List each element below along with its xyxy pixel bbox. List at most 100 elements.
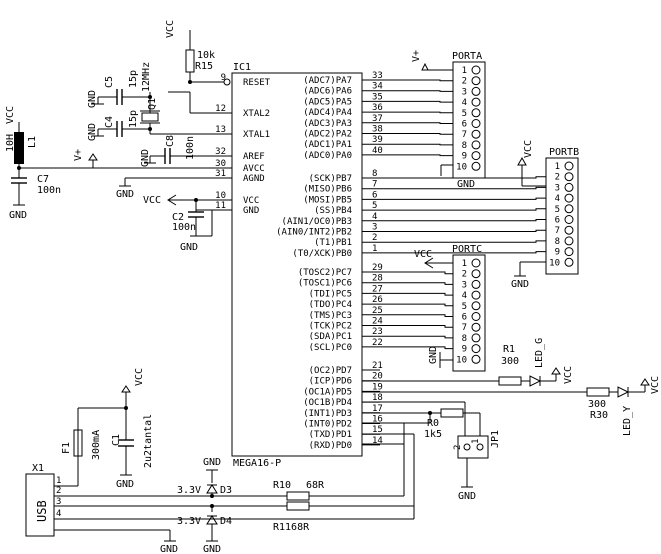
r15-value: 10k	[197, 50, 215, 61]
header-pin-pad	[471, 129, 481, 139]
ic-pin-number: 6	[372, 190, 377, 200]
ic1-right-pins: 33(ADC7)PA734(ADC6)PA635(ADC5)PA536(ADC4…	[276, 71, 383, 451]
usb-pin4: 4	[56, 509, 61, 519]
c2-ref: C2	[172, 212, 184, 223]
header-pin-pad	[564, 257, 574, 267]
ic-pin-name: (T0/XCK)PB0	[292, 249, 352, 259]
ic-pin-number: 14	[372, 436, 383, 446]
ic-pin-number: 2	[372, 233, 377, 243]
ic-pin-number: 12	[215, 104, 226, 114]
header-pin-pad	[564, 182, 574, 192]
ic-pin-number: 40	[372, 146, 383, 156]
header-pin-pad	[564, 193, 574, 203]
header-pin-pad	[471, 322, 481, 332]
r10-value: 68R	[306, 480, 325, 491]
ic-pin-number: 29	[372, 263, 383, 273]
header-pin-pad	[471, 354, 481, 364]
ic-pin-number: 33	[372, 71, 383, 81]
header-pin-number: 2	[462, 270, 467, 280]
ic-pin-name: (AIN0/INT2)PB2	[276, 228, 352, 238]
usb-gnd: GND	[160, 544, 178, 554]
header-pin-number: 2	[462, 77, 467, 87]
ic-pin-number: 31	[215, 169, 226, 179]
ic-pin-number: 7	[372, 180, 377, 190]
c8-ref: C8	[165, 135, 176, 147]
ic-pin-name: (ADC4)PA4	[303, 108, 352, 118]
ic-pin-number: 18	[372, 393, 383, 403]
q1-value: 12MHz	[141, 62, 152, 92]
ic-pin-name: (TDO)PC4	[309, 300, 352, 310]
ic-pin-name: (TMS)PC3	[309, 311, 352, 321]
ic-pin-name: (INT1)PD3	[303, 409, 352, 419]
header-pin-pad	[471, 119, 481, 128]
c5-ref: C5	[104, 76, 115, 88]
header-pin-pad	[471, 97, 481, 107]
header-pin-number: 6	[462, 313, 467, 323]
ic-pin-number: 3	[372, 223, 377, 233]
r15-ref: R15	[195, 61, 213, 72]
header-pin-number: 3	[462, 87, 467, 97]
d3-ref: D3	[220, 485, 232, 496]
c8-value: 100n	[185, 136, 196, 160]
header-pin-pad	[564, 215, 574, 224]
ic-pin-name: (SDA)PC1	[309, 332, 352, 342]
ic-pin-name: XTAL1	[243, 130, 270, 140]
ic-pin-name: (SCL)PC0	[309, 343, 352, 353]
header-pin-pad	[471, 108, 481, 118]
portb-vcc: VCC	[523, 140, 534, 158]
ic-pin-name: (SS)PB4	[314, 206, 352, 216]
ic-pin-number: 10	[215, 191, 226, 201]
ic-pin-number: 23	[372, 327, 383, 337]
ic-pin-name: (MOSI)PB5	[303, 195, 352, 205]
ic-pin-number: 4	[372, 212, 377, 222]
header-pin-number: 5	[462, 109, 467, 119]
c8-gnd: GND	[140, 149, 151, 167]
ic-pin-name: (TOSC1)PC6	[298, 279, 352, 289]
ic-pin-name: (ICP)PD6	[309, 377, 352, 387]
c4-gnd: GND	[87, 123, 98, 141]
r0-value: 1k5	[424, 429, 442, 440]
header-pin-pad	[471, 258, 481, 268]
header-pin-number: 7	[462, 323, 467, 333]
ic-pin-number: 22	[372, 338, 383, 348]
vcc-pin10-label: VCC	[143, 195, 161, 206]
ic-pin-name: XTAL2	[243, 109, 270, 119]
ic-pin-name: AGND	[243, 174, 265, 184]
header-pin-number: 3	[462, 280, 467, 290]
ic-pin-name: (ADC6)PA6	[303, 87, 352, 97]
porta-title: PORTA	[452, 51, 482, 62]
usb-pin2: 2	[56, 486, 61, 496]
c5-value: 15p	[128, 70, 139, 88]
f1-value: 300mA	[91, 430, 102, 460]
ic-pin-name: (RXD)PD0	[309, 441, 352, 451]
ic-pin-name: (ADC3)PA3	[303, 119, 352, 129]
portb-title: PORTB	[549, 147, 579, 158]
ic-pin-number: 11	[215, 201, 226, 211]
d3-gnd: GND	[203, 457, 221, 468]
ic-pin-number: 17	[372, 404, 383, 414]
header-pin-number: 4	[462, 98, 467, 108]
jp1-pin2: 2	[453, 445, 463, 450]
c1-ref: C1	[111, 434, 122, 446]
c1-value: 2u2tantal	[143, 414, 154, 468]
usb-label: USB	[35, 500, 49, 522]
portc-vcc: VCC	[414, 249, 432, 260]
header-pin-number: 5	[555, 205, 560, 215]
led-g-vcc: VCC	[563, 366, 574, 384]
header-pin-pad	[564, 172, 574, 182]
ic-pin-name: (OC1B)PD4	[303, 398, 352, 408]
ic-pin-number: 19	[372, 382, 383, 392]
ic-pin-name: (INT0)PD2	[303, 420, 352, 430]
ic-pin-name: (ADC5)PA5	[303, 97, 352, 107]
header-pin-number: 4	[555, 194, 560, 204]
header-pin-number: 10	[549, 258, 560, 268]
header-pin-number: 5	[462, 302, 467, 312]
ic1-part-label: MEGA16-P	[233, 458, 281, 469]
ic-pin-name: RESET	[243, 78, 271, 88]
c4-ref: C4	[104, 116, 115, 128]
header-pin-pad	[471, 301, 481, 311]
l1-vcc: VCC	[5, 106, 16, 124]
ic-pin-number: 8	[372, 169, 377, 179]
c2-value: 100n	[172, 222, 196, 233]
